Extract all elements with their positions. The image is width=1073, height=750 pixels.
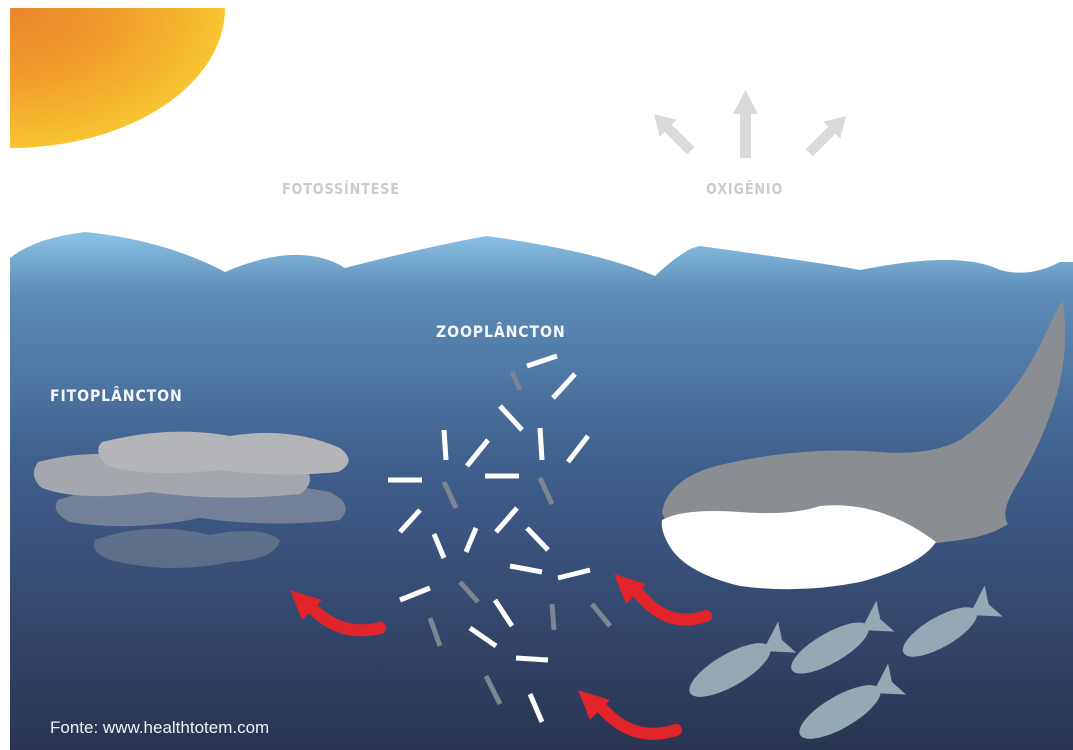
phytoplankton-label: FITOPLÂNCTON bbox=[50, 386, 183, 405]
zooplankton-label: ZOOPLÂNCTON bbox=[436, 322, 565, 341]
photosynthesis-label: FOTOSSÍNTESE bbox=[282, 180, 400, 198]
oxygen-label: OXIGÊNIO bbox=[706, 180, 783, 198]
source-credit: Fonte: www.healthtotem.com bbox=[50, 718, 269, 738]
